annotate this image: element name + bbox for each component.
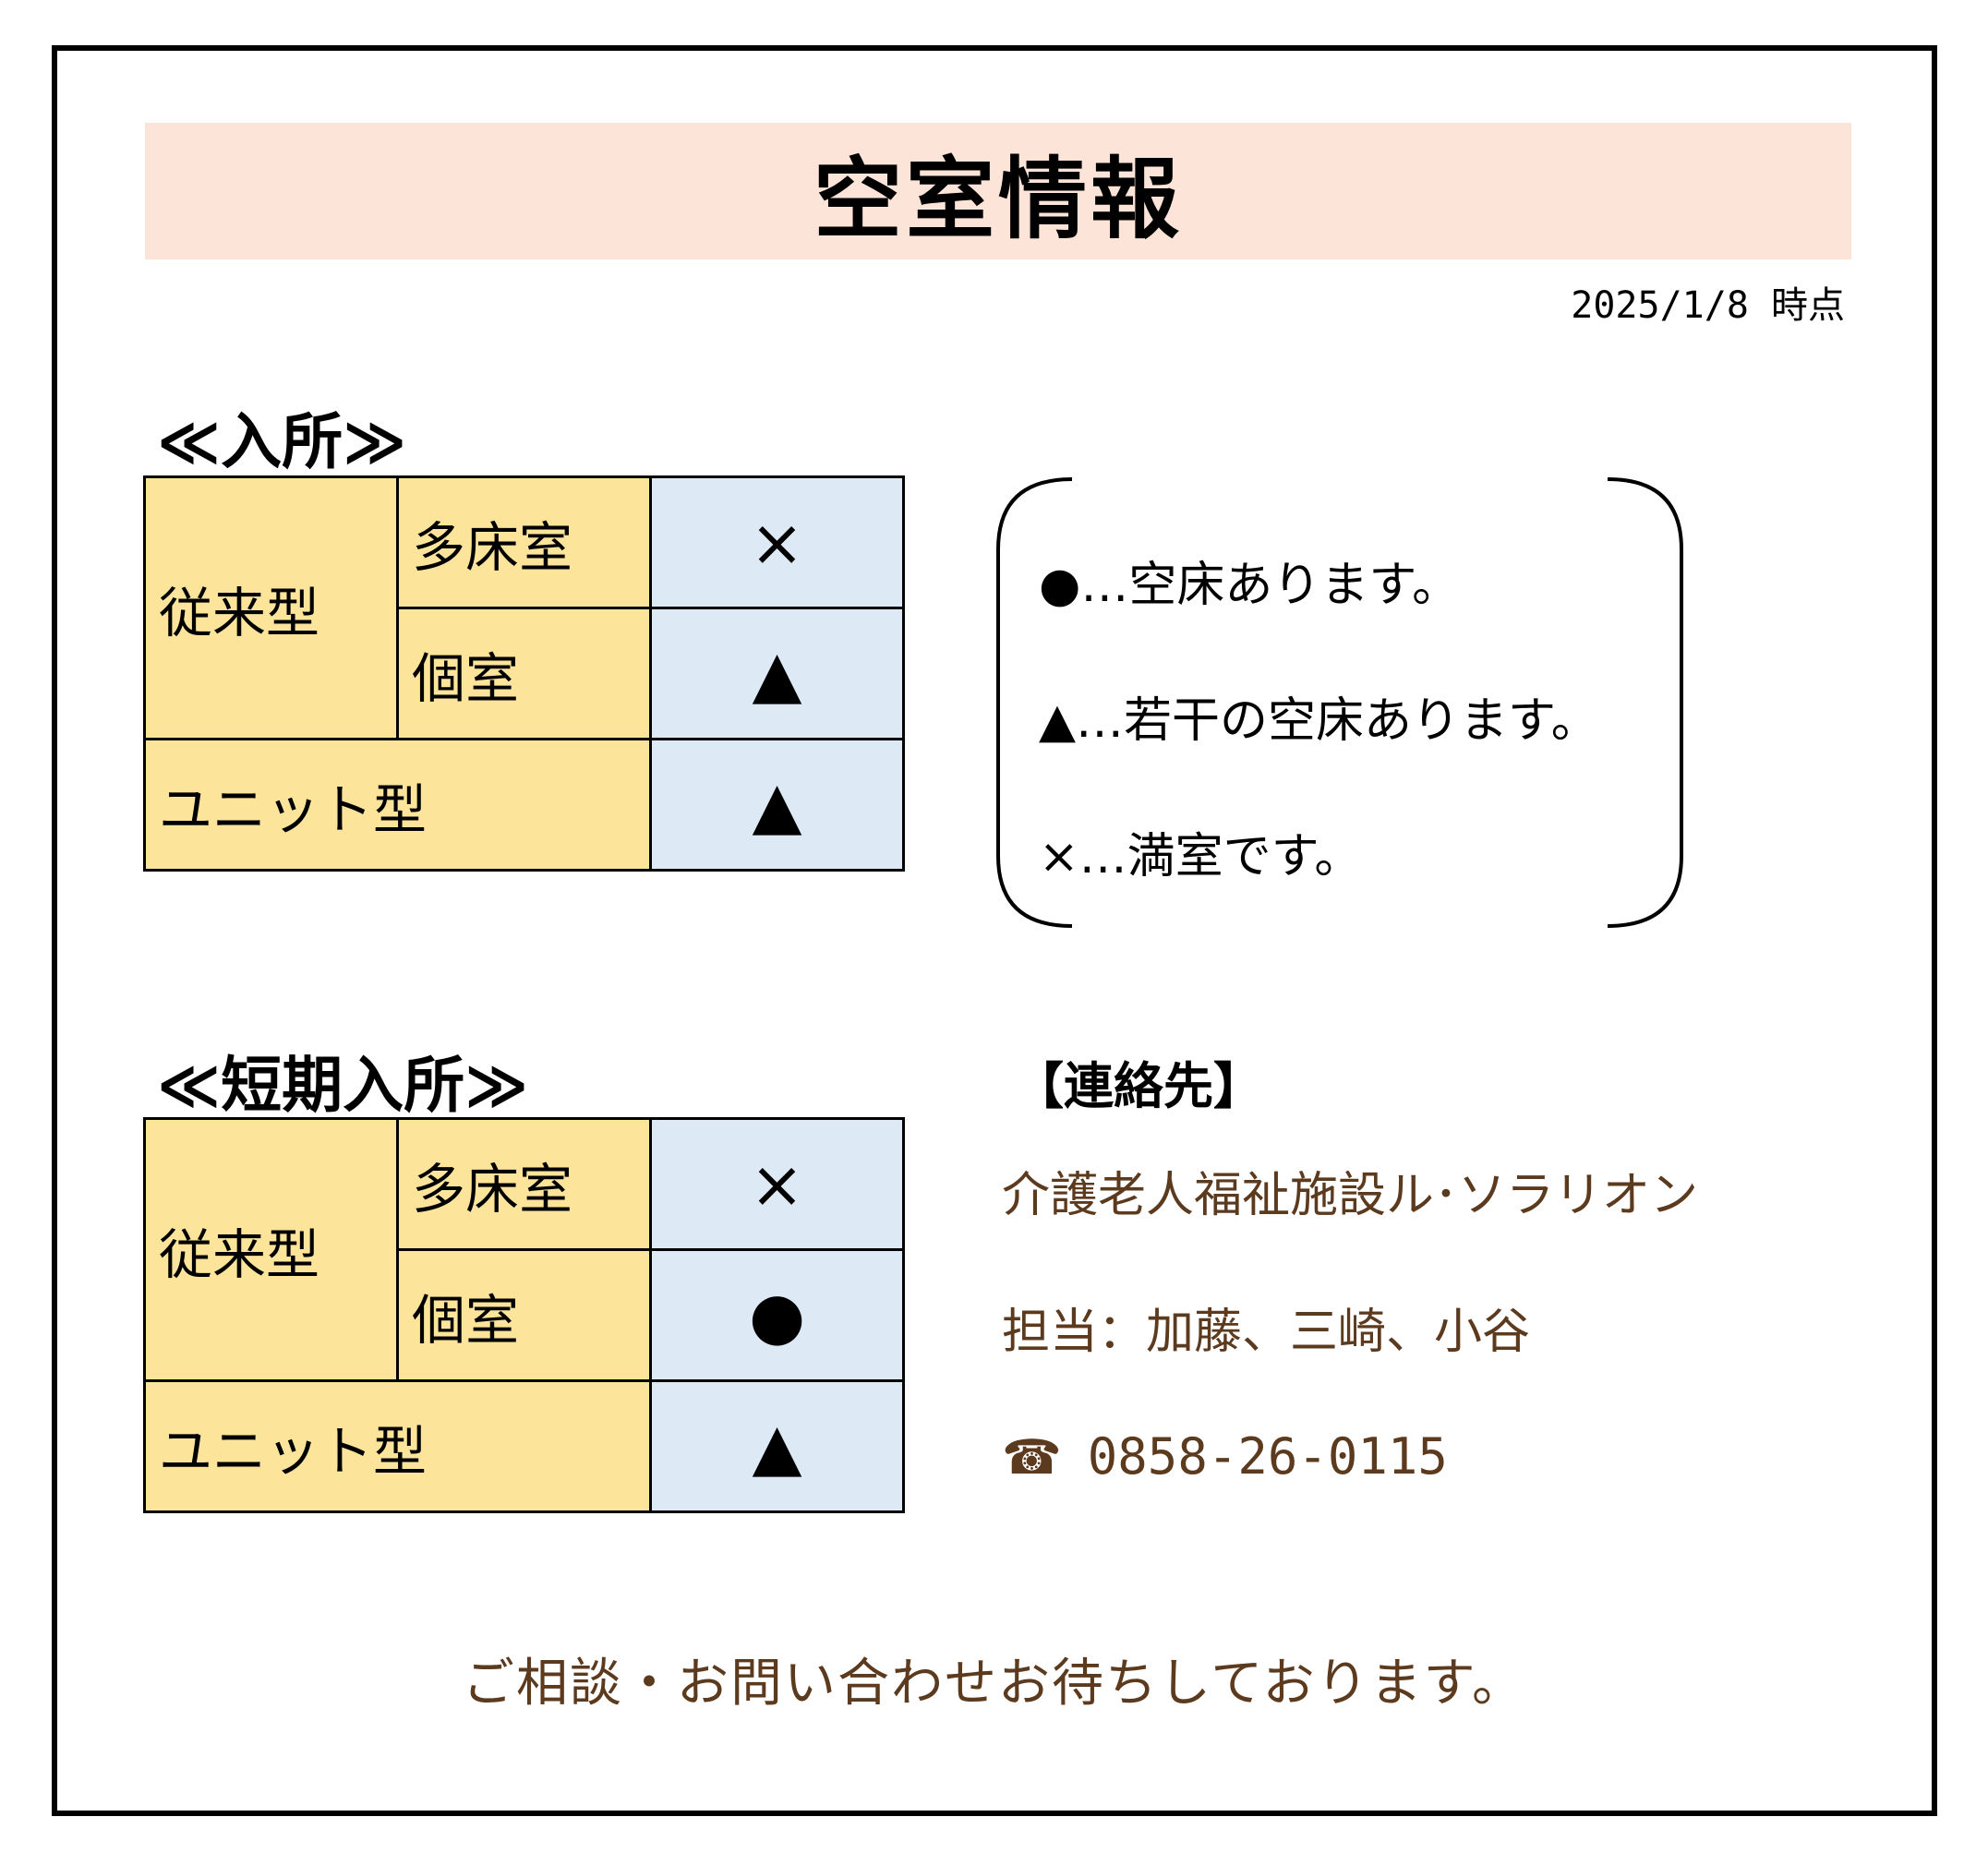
short-stay-table: 従来型 多床室 × 個室 ● ユニット型 ▲ [143,1117,905,1513]
admission-conventional-label: 従来型 [143,475,399,740]
admission-private-room-status: ▲ [649,607,905,740]
legend-brackets [996,477,1683,928]
admission-multi-bed-status: × [649,475,905,609]
facility-name: 介護老人福祉施設ル･ソラリオン [1002,1168,1699,1223]
page-title: 空室情報 [813,147,1183,251]
short-stay-multi-bed-label: 多床室 [396,1117,652,1251]
short-stay-unit-type-label: ユニット型 [143,1379,652,1513]
footer-message: ご相談・お問い合わせお待ちしております。 [462,1654,1526,1714]
title-bar: 空室情報 [145,123,1851,259]
page-frame [52,45,1937,1816]
legend-few-available: ▲…若干の空床あります。 [1039,693,1599,749]
admission-unit-type-label: ユニット型 [143,738,652,872]
legend-full: ×…満室です。 [1039,829,1363,884]
staff-in-charge: 担当：加藤、三崎、小谷 [1002,1305,1531,1360]
telephone-icon: ☎ [1002,1430,1062,1486]
telephone-number[interactable]: 0858-26-0115 [1087,1427,1448,1486]
short-stay-heading: ≪短期入所≫ [157,1050,529,1121]
legend-available: ●…空床あります。 [1039,558,1461,613]
telephone-line: ☎ 0858-26-0115 [1002,1427,1448,1486]
short-stay-conventional-label: 従来型 [143,1117,399,1382]
admission-multi-bed-label: 多床室 [396,475,652,609]
short-stay-multi-bed-status: × [649,1117,905,1251]
contact-heading: 【連絡先】 [1014,1057,1263,1115]
admission-private-room-label: 個室 [396,607,652,740]
short-stay-unit-type-status: ▲ [649,1379,905,1513]
admission-table: 従来型 多床室 × 個室 ▲ ユニット型 ▲ [143,475,905,872]
short-stay-private-room-status: ● [649,1248,905,1382]
as-of-date: 2025/1/8 時点 [1571,284,1845,327]
admission-unit-type-status: ▲ [649,738,905,872]
legend-box: ●…空床あります。 ▲…若干の空床あります。 ×…満室です。 [993,475,1687,930]
admission-heading: ≪入所≫ [157,406,407,477]
short-stay-private-room-label: 個室 [396,1248,652,1382]
